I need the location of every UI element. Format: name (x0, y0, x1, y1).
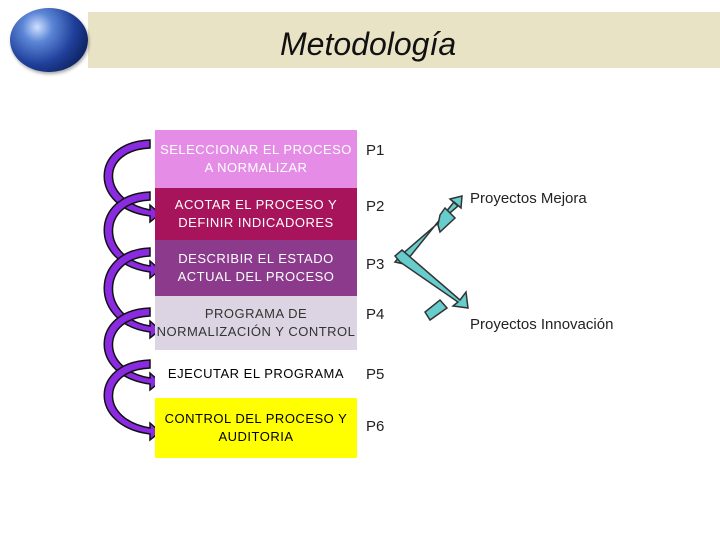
step-text-5: EJECUTAR EL PROGRAMA (167, 366, 345, 381)
step-text-4: PROGRAMA DE NORMALIZACIÓN Y CONTROL (156, 306, 356, 339)
step-label-2: P2 (366, 198, 385, 215)
step-box-2: ACOTAR EL PROCESO Y DEFINIR INDICADORES (155, 188, 357, 240)
outcome-innovacion: Proyectos Innovación (470, 316, 614, 333)
step-text-2: ACOTAR EL PROCESO Y DEFINIR INDICADORES (174, 197, 338, 230)
step-box-3: DESCRIBIR EL ESTADO ACTUAL DEL PROCESO (155, 240, 357, 296)
cycle-arrow-5 (103, 359, 162, 442)
step-label-5: P5 (366, 366, 385, 383)
step-label-3: P3 (366, 256, 385, 273)
step-text-6: CONTROL DEL PROCESO Y AUDITORIA (164, 411, 348, 444)
page-title: Metodología (280, 26, 457, 62)
arrow-p3-to-innovacion (437, 206, 457, 234)
step-box-6: CONTROL DEL PROCESO Y AUDITORIA (155, 398, 357, 458)
step-label-6: P6 (366, 418, 385, 435)
arrow-p4-to-innovacion (424, 298, 449, 322)
arrow-to-proyectos-innovacion (393, 249, 469, 309)
cycle-arrows (103, 139, 162, 442)
step-text-3: DESCRIBIR EL ESTADO ACTUAL DEL PROCESO (177, 251, 335, 284)
step-box-5: EJECUTAR EL PROGRAMA (155, 350, 357, 398)
step-label-4: P4 (366, 306, 385, 323)
cycle-arrow-3 (103, 247, 162, 340)
step-label-1: P1 (366, 142, 385, 159)
header-banner (88, 12, 720, 68)
step-text-1: SELECCIONAR EL PROCESO A NORMALIZAR (160, 142, 352, 175)
step-box-1: SELECCIONAR EL PROCESO A NORMALIZAR (155, 130, 357, 188)
globe-icon (10, 8, 88, 72)
outcome-mejora: Proyectos Mejora (470, 190, 587, 207)
step-box-4: PROGRAMA DE NORMALIZACIÓN Y CONTROL (155, 296, 357, 350)
cycle-arrow-2 (103, 191, 162, 280)
